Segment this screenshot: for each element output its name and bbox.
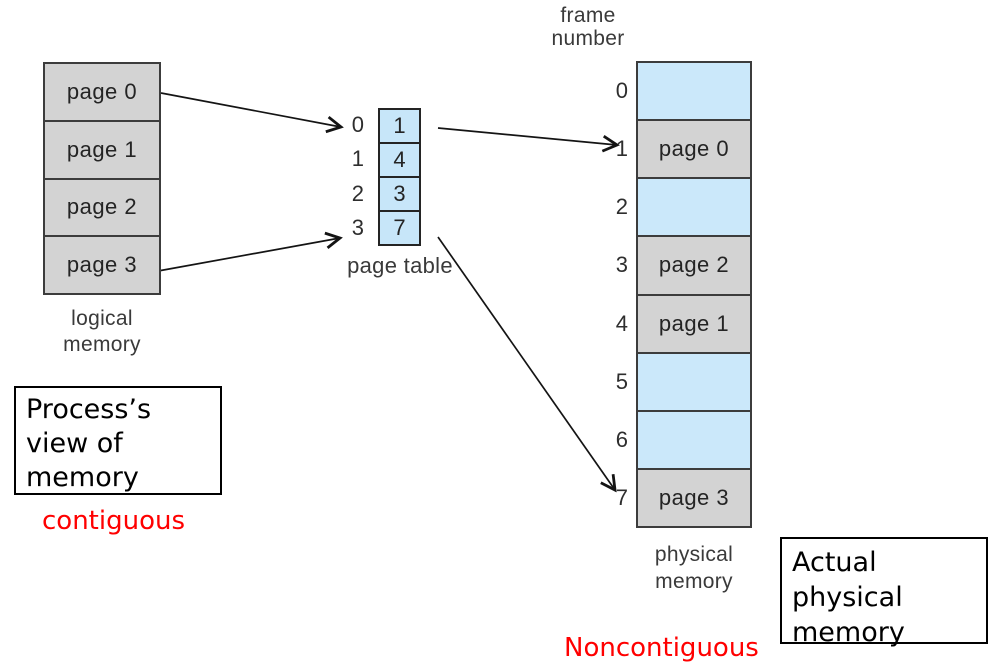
caption-line: memory (655, 570, 733, 593)
frame-number: 6 (615, 427, 628, 452)
page-table-caption: page table (347, 253, 453, 278)
physical-memory-column: page 0 page 2 page 1 page 3 (636, 61, 752, 528)
frame-number-header: frame number (536, 4, 640, 50)
caption-line: frame (560, 4, 616, 27)
note-line: view of (26, 428, 123, 459)
arrow-page0-to-table-entry0 (160, 92, 341, 127)
page-table-entry: 1 (380, 110, 419, 144)
page-table-entry: 3 (380, 178, 419, 212)
actual-physical-note: Actual physical memory (780, 537, 988, 648)
caption-line: physical (654, 543, 734, 566)
physical-frame-cell (638, 63, 750, 122)
frame-number: 2 (615, 194, 628, 219)
physical-frame-cell (638, 411, 750, 470)
process-view-note: Process’s view of memory (14, 386, 222, 495)
note-line: Process’s (26, 394, 152, 425)
page-table: 1 4 3 7 (378, 108, 421, 246)
physical-frame-cell: page 3 (638, 469, 750, 526)
frame-number: 5 (615, 369, 628, 394)
frame-number: 4 (615, 311, 628, 336)
arrow-table-entry0-to-frame1 (437, 127, 617, 145)
frame-number: 0 (615, 78, 628, 103)
physical-frame-cell (638, 179, 750, 238)
note-line: memory (792, 617, 905, 648)
physical-frame-cell: page 2 (638, 237, 750, 296)
physical-frame-cell: page 0 (638, 121, 750, 180)
logical-memory-column: page 0 page 1 page 2 page 3 (43, 62, 161, 295)
note-line: physical (792, 582, 903, 613)
note-line: Actual (792, 547, 877, 578)
frame-number: 3 (615, 252, 628, 277)
page-table-index: 1 (351, 146, 364, 171)
note-line: memory (26, 462, 139, 493)
frame-number: 7 (615, 485, 628, 510)
page-table-entry: 7 (380, 212, 419, 244)
logical-page-cell: page 3 (45, 237, 159, 293)
page-table-entry: 4 (380, 144, 419, 178)
logical-page-cell: page 1 (45, 121, 159, 180)
physical-memory-caption: physical memory (634, 541, 754, 595)
caption-line: number (551, 27, 625, 50)
physical-frame-cell: page 1 (638, 295, 750, 354)
frame-number: 1 (615, 136, 628, 161)
logical-page-cell: page 0 (45, 64, 159, 122)
page-table-index: 3 (351, 215, 364, 240)
caption-line: logical (71, 307, 133, 330)
noncontiguous-label: Noncontiguous (564, 633, 759, 663)
logical-page-cell: page 2 (45, 179, 159, 238)
caption-line: memory (63, 333, 141, 356)
arrow-page3-to-table-entry3 (157, 238, 340, 272)
contiguous-label: contiguous (42, 506, 186, 536)
logical-memory-caption: logical memory (33, 306, 171, 358)
physical-frame-cell (638, 353, 750, 412)
page-table-index: 0 (351, 112, 364, 137)
page-table-index: 2 (351, 181, 364, 206)
